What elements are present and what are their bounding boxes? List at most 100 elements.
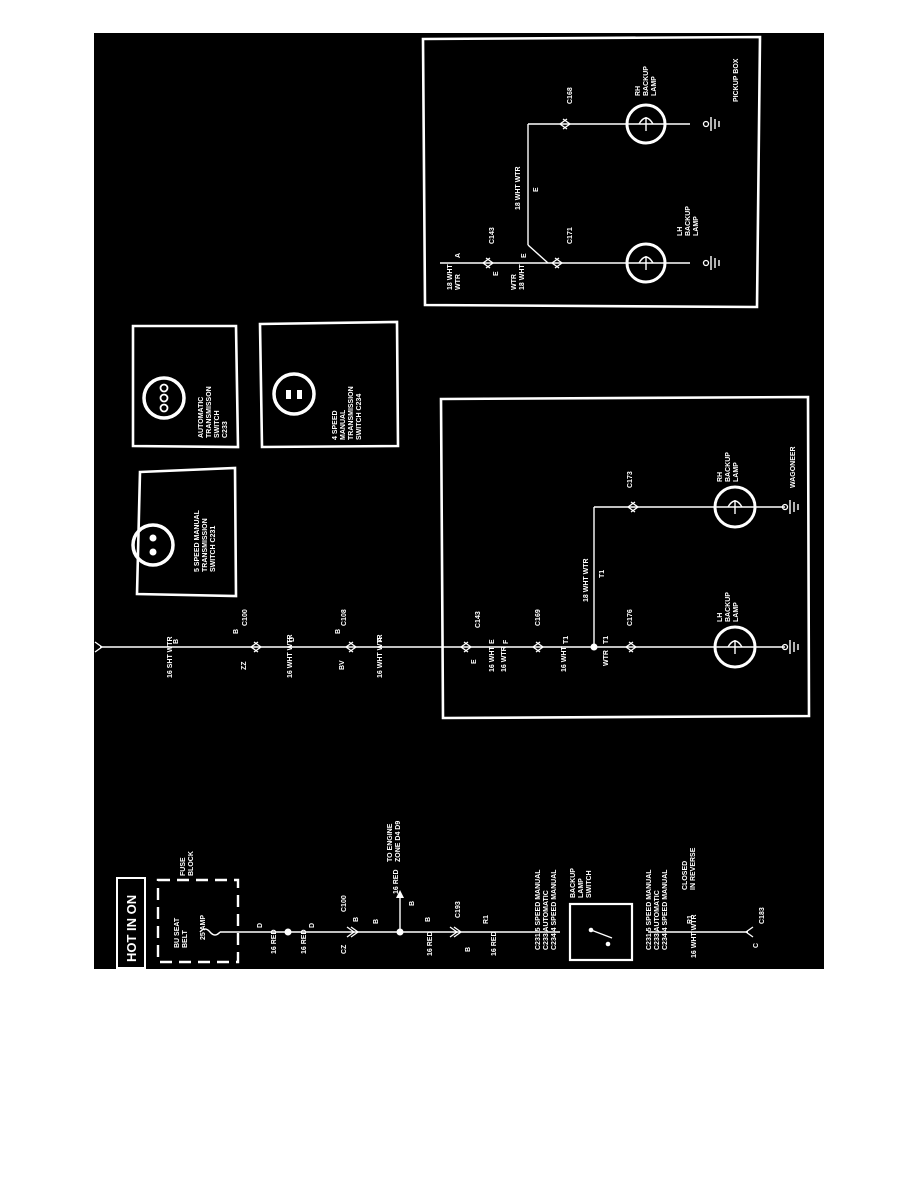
- pickup-rh-lamp-icon: [625, 103, 720, 145]
- svg-text:B: B: [173, 639, 180, 644]
- svg-text:C176: C176: [627, 609, 634, 626]
- svg-text:TRANSMISSON: TRANSMISSON: [206, 386, 213, 438]
- svg-text:PICKUP BOX: PICKUP BOX: [733, 58, 740, 102]
- svg-text:16 RED: 16 RED: [491, 931, 498, 956]
- hot-in-on-box: HOT IN ON: [116, 877, 146, 969]
- svg-text:TRANSMISSION: TRANSMISSION: [348, 386, 355, 440]
- svg-text:18 WHT: 18 WHT: [519, 264, 526, 290]
- svg-text:E: E: [533, 187, 540, 192]
- svg-text:B: B: [425, 917, 432, 922]
- pickup-box: [421, 35, 762, 309]
- pickup-labels: PICKUP BOX A 18 WHT WTR C143 E E WTR 18 …: [447, 58, 740, 290]
- svg-text:BV: BV: [339, 660, 346, 670]
- svg-text:MANUAL: MANUAL: [340, 409, 347, 440]
- svg-text:BACKUP: BACKUP: [725, 592, 732, 622]
- svg-text:LAMP: LAMP: [693, 216, 700, 236]
- svg-text:T1: T1: [563, 636, 570, 644]
- fuse-block-text: FUSE BLOCK BU SEAT BELT 25 AMP: [174, 851, 207, 948]
- svg-text:IN REVERSE: IN REVERSE: [690, 847, 697, 890]
- svg-text:C193: C193: [455, 901, 462, 918]
- backup-lamp-switch: [568, 902, 634, 962]
- switch-c233: AUTOMATIC TRANSMISSON SWITCH C233: [131, 324, 240, 449]
- switch-labels: BACKUP LAMP SWITCH C231 5 SPEED MANUAL C…: [535, 847, 697, 950]
- svg-text:AUTOMATIC: AUTOMATIC: [198, 397, 205, 438]
- splice-dot-1: [284, 928, 292, 936]
- svg-text:WAGONEER: WAGONEER: [790, 446, 797, 488]
- svg-text:RH: RH: [717, 472, 724, 482]
- svg-text:R1: R1: [687, 915, 694, 924]
- svg-text:ZONE D4 D9: ZONE D4 D9: [395, 821, 402, 862]
- svg-text:C143: C143: [489, 227, 496, 244]
- svg-text:TRANSMISSION: TRANSMISSION: [202, 518, 209, 572]
- svg-text:16 RED: 16 RED: [301, 929, 308, 954]
- fuse-block-outline: [156, 878, 240, 964]
- svg-text:WTR: WTR: [455, 274, 462, 290]
- svg-text:E: E: [489, 639, 496, 644]
- svg-text:16 WHT: 16 WHT: [489, 646, 496, 672]
- wagoneer-box: [439, 395, 811, 720]
- svg-text:16 SHT WTR: 16 SHT WTR: [167, 636, 174, 678]
- svg-text:CZ: CZ: [341, 944, 348, 954]
- svg-text:CLOSED: CLOSED: [682, 861, 689, 890]
- svg-text:BLOCK: BLOCK: [188, 851, 195, 876]
- svg-text:C171: C171: [567, 227, 574, 244]
- svg-text:C183: C183: [759, 907, 766, 924]
- switch-c231: 5 SPEED MANUAL TRANSMISSION SWITCH C231: [131, 466, 238, 598]
- svg-text:16 WHT WTR: 16 WHT WTR: [287, 634, 294, 678]
- svg-text:18 WHT WTR: 18 WHT WTR: [515, 166, 522, 210]
- fuse-symbol: [199, 928, 221, 936]
- svg-text:C168: C168: [567, 87, 574, 104]
- svg-text:C108: C108: [341, 609, 348, 626]
- svg-text:C169: C169: [535, 609, 542, 626]
- svg-text:16 WHT: 16 WHT: [561, 646, 568, 672]
- svg-text:C233 AUTOMATIC: C233 AUTOMATIC: [654, 890, 661, 950]
- svg-text:16 RED: 16 RED: [393, 869, 400, 894]
- svg-text:25 AMP: 25 AMP: [200, 915, 207, 940]
- svg-text:E: E: [493, 271, 500, 276]
- svg-text:BACKUP: BACKUP: [685, 206, 692, 236]
- svg-text:C143: C143: [475, 611, 482, 628]
- svg-text:B: B: [233, 629, 240, 634]
- svg-text:T1: T1: [603, 636, 610, 644]
- svg-text:C233 AUTOMATIC: C233 AUTOMATIC: [543, 890, 550, 950]
- svg-text:TO ENGINE: TO ENGINE: [387, 823, 394, 862]
- svg-text:C173: C173: [627, 471, 634, 488]
- svg-text:E: E: [471, 659, 478, 664]
- svg-text:SWITCH C231: SWITCH C231: [210, 526, 217, 572]
- svg-text:D: D: [309, 923, 316, 928]
- svg-text:B: B: [409, 901, 416, 906]
- svg-text:16 WTR: 16 WTR: [501, 646, 508, 672]
- svg-text:A: A: [455, 253, 462, 258]
- svg-text:D: D: [289, 637, 296, 642]
- svg-text:C100: C100: [242, 609, 249, 626]
- middle-wire-labels: B 16 SHT WTR C100 B ZZ D 16 WHT WTR C108…: [167, 609, 384, 678]
- switch-contact-icon: [588, 927, 613, 947]
- pickup-wiring: [440, 118, 690, 269]
- svg-text:SWITCH: SWITCH: [214, 410, 221, 438]
- svg-text:5 SPEED MANUAL: 5 SPEED MANUAL: [194, 509, 201, 572]
- svg-text:ZZ: ZZ: [241, 661, 248, 670]
- svg-text:F: F: [503, 639, 510, 644]
- switch-c234: 4 SPEED MANUAL TRANSMISSION SWITCH C234: [258, 320, 400, 449]
- wagoneer-labels: WAGONEER C143 E E 16 WHT F 16 WTR C169 T…: [471, 446, 797, 672]
- svg-text:B: B: [465, 947, 472, 952]
- svg-text:C100: C100: [341, 895, 348, 912]
- svg-text:E: E: [521, 253, 528, 258]
- hot-in-on-label: HOT IN ON: [124, 895, 139, 962]
- svg-text:RH: RH: [635, 86, 642, 96]
- svg-text:B: B: [353, 917, 360, 922]
- svg-text:C234 4 SPEED MANUAL: C234 4 SPEED MANUAL: [662, 869, 669, 950]
- svg-text:T1: T1: [599, 570, 606, 578]
- diagram-background: [94, 33, 824, 969]
- svg-text:BACKUP: BACKUP: [643, 66, 650, 96]
- svg-text:BACKUP: BACKUP: [725, 452, 732, 482]
- svg-text:LAMP: LAMP: [733, 462, 740, 482]
- svg-text:18 WHT: 18 WHT: [447, 264, 454, 290]
- svg-text:B: B: [373, 919, 380, 924]
- svg-text:WTR: WTR: [603, 650, 610, 666]
- svg-text:C233: C233: [222, 421, 229, 438]
- svg-text:16 RED: 16 RED: [427, 931, 434, 956]
- svg-text:16 WHT WTR: 16 WHT WTR: [691, 914, 698, 958]
- svg-text:16 RED: 16 RED: [271, 929, 278, 954]
